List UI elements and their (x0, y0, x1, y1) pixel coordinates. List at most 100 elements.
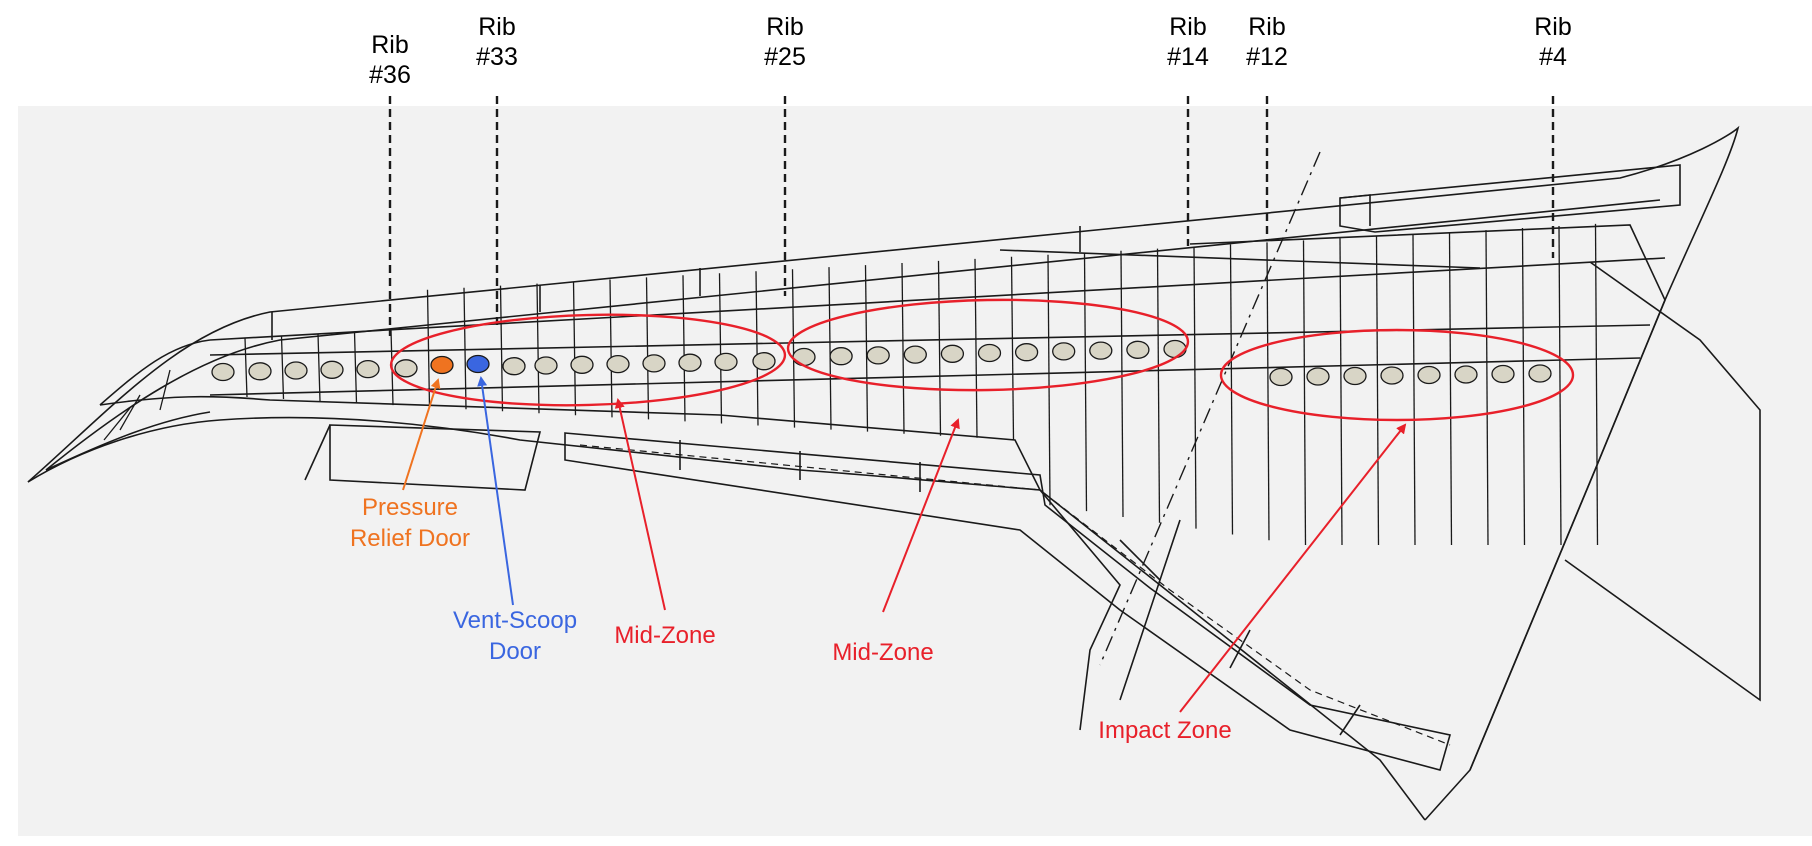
rib-33-label: Rib #33 (452, 12, 542, 72)
inner-skin-line (45, 199, 1661, 471)
rib-line (1156, 248, 1161, 523)
rib-line (280, 335, 285, 400)
impact-zone-ellipse (1219, 328, 1575, 422)
access-hole (642, 354, 666, 373)
rib-line (1375, 236, 1380, 546)
access-hole (1089, 341, 1113, 360)
access-hole (1491, 364, 1515, 384)
wing-outline (27, 125, 1740, 821)
rib-line (828, 267, 832, 430)
rib-line (1448, 232, 1453, 546)
access-hole (1343, 366, 1367, 386)
impact-zone-arrow (1179, 423, 1407, 713)
rib-14-label: Rib #14 (1143, 12, 1233, 72)
slat-panel-edge (304, 424, 331, 481)
callout-line: Mid-Zone (832, 639, 934, 666)
drawing-background (18, 106, 1812, 836)
rib-line (1193, 246, 1197, 529)
impact-zone-label: Impact Zone (1070, 715, 1260, 746)
access-hole (606, 354, 630, 374)
rib-line (864, 265, 869, 432)
rib-line (1120, 250, 1124, 518)
slat-panel (329, 424, 542, 491)
rib-line (1266, 242, 1270, 541)
slat-track-outline (564, 432, 1452, 771)
access-hole (356, 359, 380, 379)
rib-label-line: Rib (478, 13, 516, 41)
rib-line (1594, 223, 1599, 546)
access-holes (211, 339, 1552, 387)
vent-scoop-door-marker (466, 354, 490, 374)
rib-line (536, 283, 540, 414)
rib-12-label: Rib #12 (1222, 12, 1312, 72)
mid-zone-right-ellipse (786, 298, 1190, 392)
rib-line (499, 285, 504, 412)
access-hole (1014, 343, 1039, 362)
rib-label-number: #36 (369, 61, 411, 89)
access-hole (977, 343, 1002, 363)
rib-line (353, 331, 358, 404)
rib-line (1047, 254, 1051, 506)
callout-line: Relief Door (349, 525, 471, 552)
callout-line: Pressure (361, 494, 459, 521)
rib-label-line: Rib (371, 31, 409, 59)
lower-spar-line (209, 357, 1641, 396)
access-hole (1052, 342, 1076, 361)
access-hole (394, 359, 418, 378)
rib-label-number: #14 (1167, 43, 1209, 71)
rib-line (119, 394, 141, 431)
upper-spar-line (209, 257, 1666, 341)
mid-zone-left-arrow (614, 398, 666, 611)
pressure-relief-arrow (402, 378, 441, 491)
rib-label-number: #25 (764, 43, 806, 71)
rib-line (1412, 234, 1416, 546)
rib-lines (103, 223, 1599, 546)
rib-label-number: #4 (1539, 43, 1567, 71)
pressure-relief-door-label: Pressure Relief Door (345, 492, 475, 554)
access-hole (570, 355, 594, 374)
access-hole (502, 357, 526, 376)
access-hole (1454, 365, 1478, 384)
rib-line (609, 279, 613, 418)
mid-zone-right-label: Mid-Zone (823, 637, 943, 668)
rib-label-line: Rib (1534, 13, 1572, 41)
rib-pointers (388, 96, 1555, 336)
access-hole (1306, 367, 1330, 386)
callout-line: Vent-Scoop (452, 607, 578, 634)
access-hole (752, 352, 776, 371)
reference-axis-line (1099, 151, 1321, 666)
rib-line (244, 337, 248, 398)
access-hole (866, 346, 890, 365)
rib-line (463, 287, 467, 410)
slat-panel-divider (1119, 539, 1161, 581)
access-hole (792, 347, 816, 367)
access-hole (940, 344, 965, 363)
fairing-box (1339, 164, 1681, 233)
access-hole (248, 362, 272, 381)
pressure-relief-door-marker (430, 355, 454, 375)
rib-line (645, 277, 650, 420)
rib-line (1339, 238, 1343, 546)
rib-line (937, 260, 942, 436)
access-hole (829, 347, 853, 366)
rib-line (426, 289, 431, 408)
callout-line: Impact Zone (1098, 717, 1232, 744)
access-hole (1126, 340, 1150, 359)
rib-line (901, 262, 905, 434)
lower-structure-line (1119, 519, 1181, 701)
aft-panel-outline (1189, 224, 1666, 771)
mid-zone-left-label: Mid-Zone (605, 620, 725, 651)
access-hole (678, 353, 702, 372)
rib-line (159, 369, 171, 411)
aft-flap-outline (1564, 261, 1761, 702)
rib-label-line: Rib (766, 13, 804, 41)
rib-line (572, 281, 577, 416)
rib-line (718, 273, 723, 424)
rib-line (1521, 227, 1526, 546)
rib-label-number: #12 (1246, 43, 1288, 71)
fairing-box-inner (1339, 194, 1371, 226)
nose-spar-line (99, 339, 211, 406)
lower-structure-line (1039, 489, 1121, 731)
